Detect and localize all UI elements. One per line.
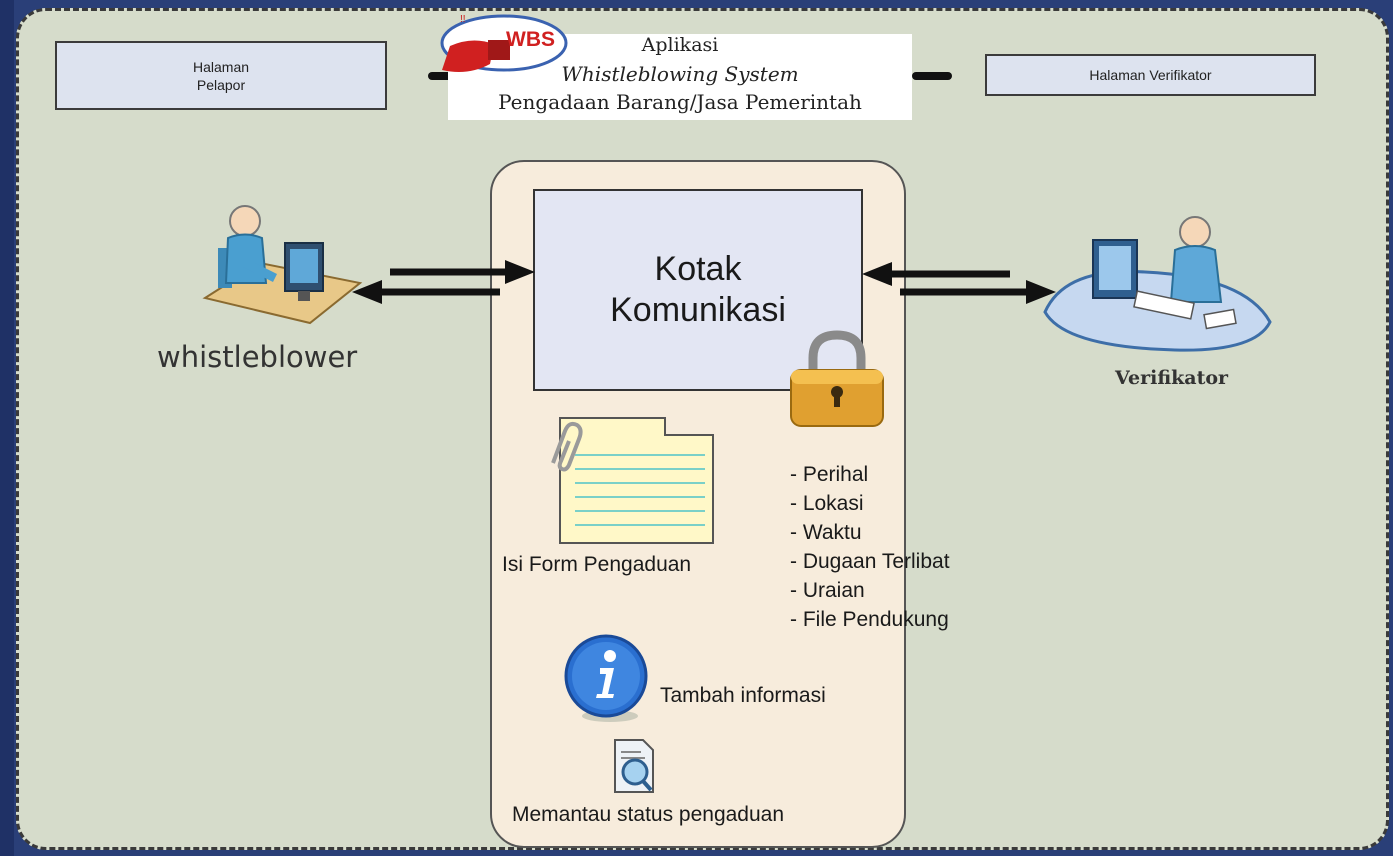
person-at-desk-icon — [202, 205, 363, 325]
whistleblower-label: whistleblower — [157, 340, 358, 374]
logo-text: WBS — [506, 28, 555, 51]
halaman-verifikator-box: Halaman Verifikator — [985, 54, 1316, 96]
info-icon — [564, 634, 648, 722]
form-field-item: - Lokasi — [790, 492, 864, 515]
title-line-2: Whistleblowing System — [561, 62, 799, 86]
verifikator-label: Verifikator — [1115, 367, 1229, 389]
kotak-line-2: Komunikasi — [610, 291, 786, 329]
form-field-item: - Uraian — [790, 579, 865, 602]
form-fields-list: - Perihal - Lokasi - Waktu - Dugaan Terl… — [790, 460, 950, 634]
info-label: Tambah informasi — [660, 684, 826, 707]
svg-text:!!: !! — [460, 14, 466, 25]
document-icon — [551, 417, 714, 544]
header-connector-right — [912, 72, 952, 80]
halaman-pelapor-box: Halaman Pelapor — [55, 41, 387, 110]
padlock-icon — [790, 330, 884, 427]
monitor-label: Memantau status pengaduan — [512, 803, 785, 826]
kotak-line-1: Kotak — [654, 250, 742, 288]
form-field-item: - Waktu — [790, 521, 862, 544]
whistle-icon: !! — [440, 14, 568, 72]
search-document-icon — [614, 739, 654, 793]
form-field-item: - File Pendukung — [790, 608, 949, 631]
right-double-arrow — [862, 262, 1056, 304]
app-title-box: !! WBS Aplikasi Whistleblowing System Pe… — [440, 14, 912, 120]
form-field-item: - Dugaan Terlibat — [790, 550, 950, 573]
halaman-verifikator-label: Halaman Verifikator — [1089, 67, 1212, 83]
left-double-arrow — [352, 260, 535, 304]
paperclip-icon — [551, 421, 583, 472]
halaman-pelapor-line1: Halaman — [192, 58, 250, 75]
title-line-3: Pengadaan Barang/Jasa Pemerintah — [498, 90, 862, 114]
halaman-pelapor-line2: Pelapor — [196, 76, 246, 93]
title-line-1: Aplikasi — [641, 34, 719, 56]
form-field-item: - Perihal — [790, 463, 869, 486]
verifier-workstation-icon — [1043, 216, 1272, 352]
form-label: Isi Form Pengaduan — [502, 553, 692, 576]
kotak-komunikasi-box: Kotak Komunikasi — [533, 189, 863, 391]
